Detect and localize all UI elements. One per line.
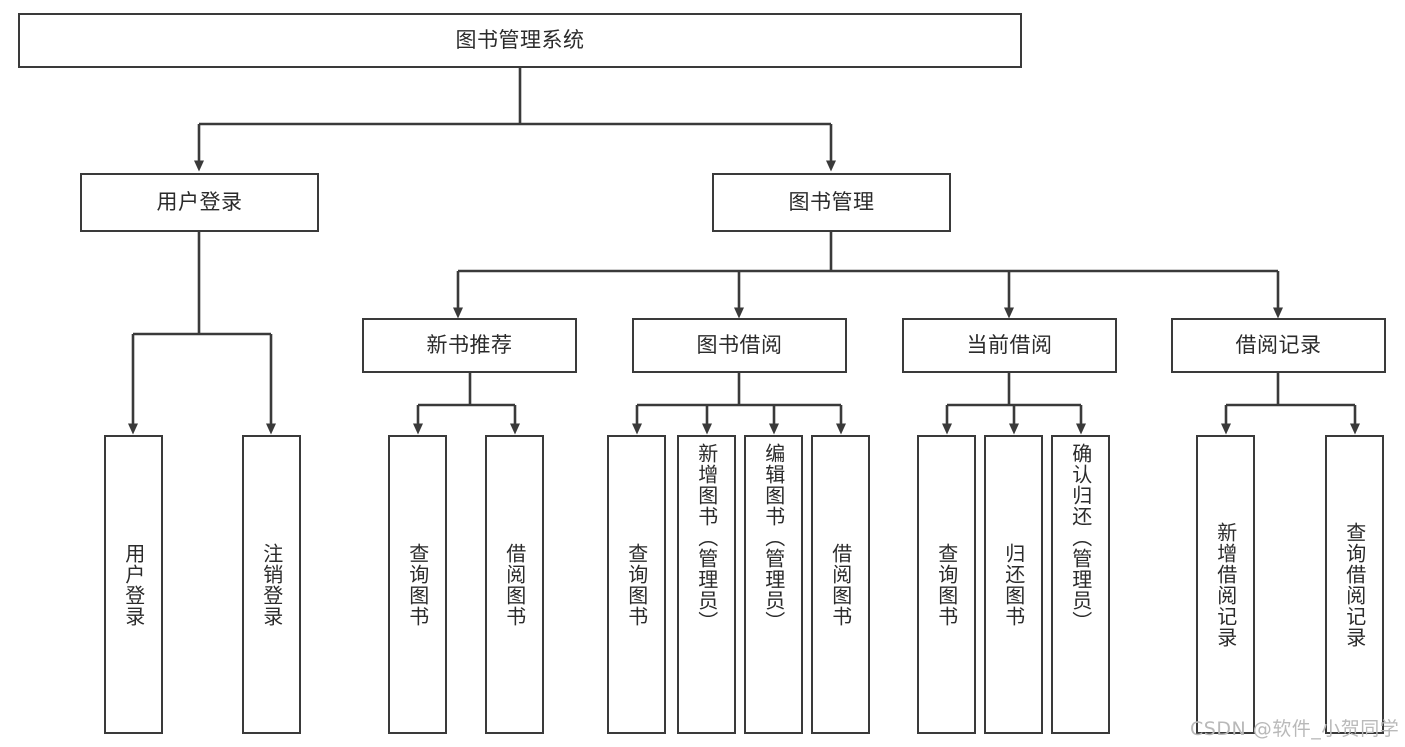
node-leaf-add-book-admin-label: 新增图书（管理员） — [694, 443, 719, 632]
node-leaf-query-book-new[interactable]: 查询图书 — [388, 435, 447, 734]
node-leaf-query-borrow-record[interactable]: 查询借阅记录 — [1325, 435, 1384, 734]
node-leaf-logout-label: 注销登录 — [259, 542, 284, 627]
node-new-book-recommend[interactable]: 新书推荐 — [362, 318, 577, 373]
node-current-borrow[interactable]: 当前借阅 — [902, 318, 1117, 373]
node-borrow-record-label: 借阅记录 — [1235, 333, 1322, 358]
node-borrow-record[interactable]: 借阅记录 — [1171, 318, 1386, 373]
node-leaf-borrow-book-new-label: 借阅图书 — [502, 542, 527, 627]
node-leaf-return-book[interactable]: 归还图书 — [984, 435, 1043, 734]
node-leaf-add-borrow-record-label: 新增借阅记录 — [1213, 521, 1238, 648]
node-leaf-confirm-return-admin[interactable]: 确认归还（管理员） — [1051, 435, 1110, 734]
node-root-label: 图书管理系统 — [455, 28, 585, 53]
node-user-login[interactable]: 用户登录 — [80, 173, 319, 232]
node-leaf-query-borrow-record-label: 查询借阅记录 — [1342, 521, 1367, 648]
node-leaf-borrow-book[interactable]: 借阅图书 — [811, 435, 870, 734]
node-leaf-logout[interactable]: 注销登录 — [242, 435, 301, 734]
node-leaf-user-login[interactable]: 用户登录 — [104, 435, 163, 734]
node-root[interactable]: 图书管理系统 — [18, 13, 1022, 68]
node-current-borrow-label: 当前借阅 — [966, 333, 1053, 358]
node-leaf-user-login-label: 用户登录 — [121, 542, 146, 627]
node-leaf-borrow-book-new[interactable]: 借阅图书 — [485, 435, 544, 734]
node-leaf-borrow-book-label: 借阅图书 — [828, 542, 853, 627]
node-leaf-return-book-label: 归还图书 — [1001, 542, 1026, 627]
node-book-management-label: 图书管理 — [788, 190, 875, 215]
node-leaf-query-book-borrow[interactable]: 查询图书 — [607, 435, 666, 734]
node-leaf-confirm-return-admin-label: 确认归还（管理员） — [1068, 443, 1093, 632]
node-leaf-edit-book-admin[interactable]: 编辑图书（管理员） — [744, 435, 803, 734]
node-leaf-edit-book-admin-label: 编辑图书（管理员） — [761, 443, 786, 632]
node-new-book-recommend-label: 新书推荐 — [426, 333, 513, 358]
watermark: CSDN @软件_小贺同学 — [1190, 718, 1400, 740]
node-leaf-add-book-admin[interactable]: 新增图书（管理员） — [677, 435, 736, 734]
node-leaf-query-book-current-label: 查询图书 — [934, 542, 959, 627]
node-user-login-label: 用户登录 — [156, 190, 243, 215]
node-leaf-query-book-new-label: 查询图书 — [405, 542, 430, 627]
node-leaf-query-book-borrow-label: 查询图书 — [624, 542, 649, 627]
node-book-management[interactable]: 图书管理 — [712, 173, 951, 232]
node-book-borrow[interactable]: 图书借阅 — [632, 318, 847, 373]
node-book-borrow-label: 图书借阅 — [696, 333, 783, 358]
node-leaf-add-borrow-record[interactable]: 新增借阅记录 — [1196, 435, 1255, 734]
node-leaf-query-book-current[interactable]: 查询图书 — [917, 435, 976, 734]
